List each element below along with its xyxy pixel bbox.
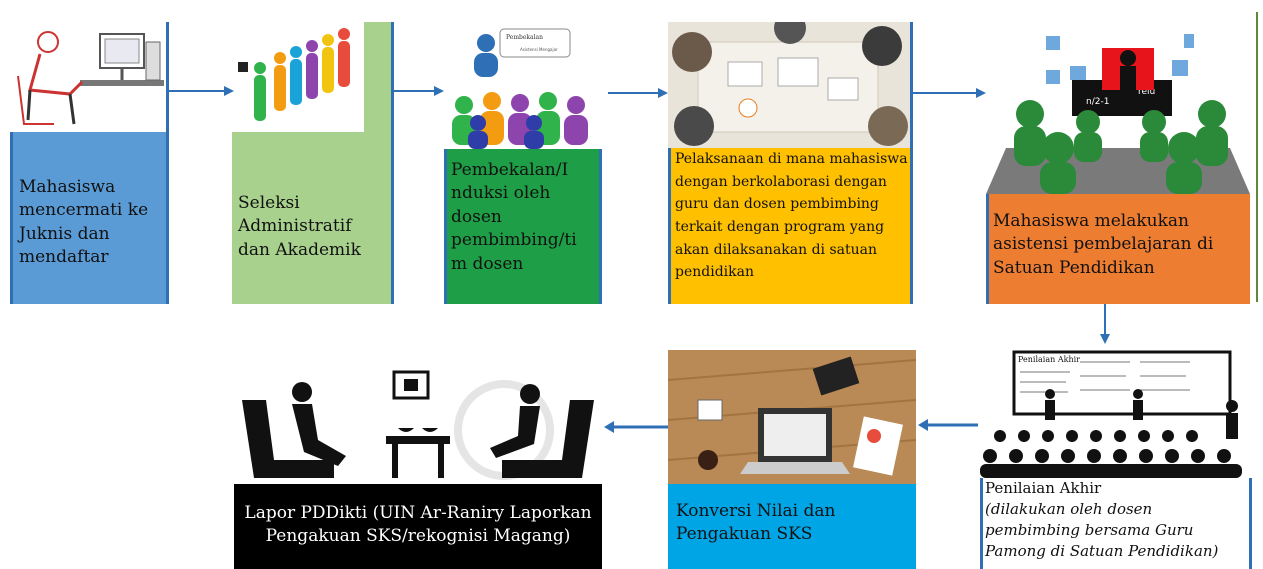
- laptop-desk-illustration: [668, 350, 916, 484]
- speech-bubble-subtitle: Asistensi Mengajar: [520, 47, 558, 52]
- step-2-right-border: [391, 22, 394, 304]
- step-8-label: Lapor PDDikti (UIN Ar-Raniry Laporkan Pe…: [234, 484, 602, 569]
- step-6-title: Penilaian Akhir: [985, 479, 1102, 497]
- step-1-label: Mahasiswa mencermati ke Juknis dan menda…: [10, 132, 168, 304]
- step-5-teaching-assistance: n/2-1 relu Mahasiswa melakukan asistensi…: [986, 18, 1250, 304]
- step-4-right-border: [910, 22, 913, 304]
- top-right-edge-line: [1256, 12, 1258, 302]
- arrow-7-to-8: [604, 421, 668, 433]
- classroom-teaching-illustration: n/2-1 relu: [986, 18, 1250, 194]
- board-right-text: relu: [1138, 87, 1155, 97]
- step-6-final-assessment: Penilaian Akhir Penilaian Akhi: [980, 346, 1252, 569]
- arrow-5-to-6: [1100, 304, 1110, 344]
- step-6-subtitle: (dilakukan oleh dosen pembimbing bersama…: [985, 500, 1219, 560]
- arrow-2-to-3: [394, 86, 444, 96]
- step-3-label: Pembekalan/I nduksi oleh dosen pembimbin…: [444, 149, 602, 304]
- final-assessment-illustration: Penilaian Akhir: [980, 346, 1252, 478]
- arrow-3-to-4: [608, 88, 668, 98]
- step-4-implementation: Pelaksanaan di mana mahasiswa dengan ber…: [668, 22, 912, 304]
- step-4-label: Pelaksanaan di mana mahasiswa dengan ber…: [668, 148, 912, 304]
- step-2-label: Seleksi Administratif dan Akademik: [238, 193, 361, 260]
- consultation-illustration: [234, 370, 602, 484]
- selection-people-illustration: [232, 22, 364, 132]
- step-2-selection: Seleksi Administratif dan Akademik: [232, 22, 392, 304]
- speech-bubble-title: Pembekalan: [506, 34, 543, 41]
- student-at-computer-illustration: [10, 20, 168, 132]
- collaboration-table-illustration: [668, 22, 912, 148]
- arrow-4-to-5: [912, 88, 986, 98]
- board-heading: Penilaian Akhir: [1018, 355, 1080, 364]
- briefing-group-illustration: Pembekalan Asistensi Mengajar: [444, 25, 602, 149]
- step-7-conversion: Konversi Nilai dan Pengakuan SKS: [668, 350, 916, 569]
- step-3-briefing: Pembekalan Asistensi Mengajar Pembekalan…: [444, 25, 602, 304]
- step-6-text: Penilaian Akhir (dilakukan oleh dosen pe…: [980, 478, 1252, 569]
- arrow-1-to-2: [168, 86, 234, 96]
- step-1-register: Mahasiswa mencermati ke Juknis dan menda…: [10, 20, 168, 304]
- step-8-report: Lapor PDDikti (UIN Ar-Raniry Laporkan Pe…: [234, 370, 602, 569]
- arrow-6-to-7: [918, 419, 978, 431]
- step-7-label: Konversi Nilai dan Pengakuan SKS: [668, 484, 916, 569]
- board-left-text: n/2-1: [1086, 97, 1109, 107]
- step-1-right-border: [166, 22, 169, 304]
- step-5-label: Mahasiswa melakukan asistensi pembelajar…: [986, 194, 1250, 304]
